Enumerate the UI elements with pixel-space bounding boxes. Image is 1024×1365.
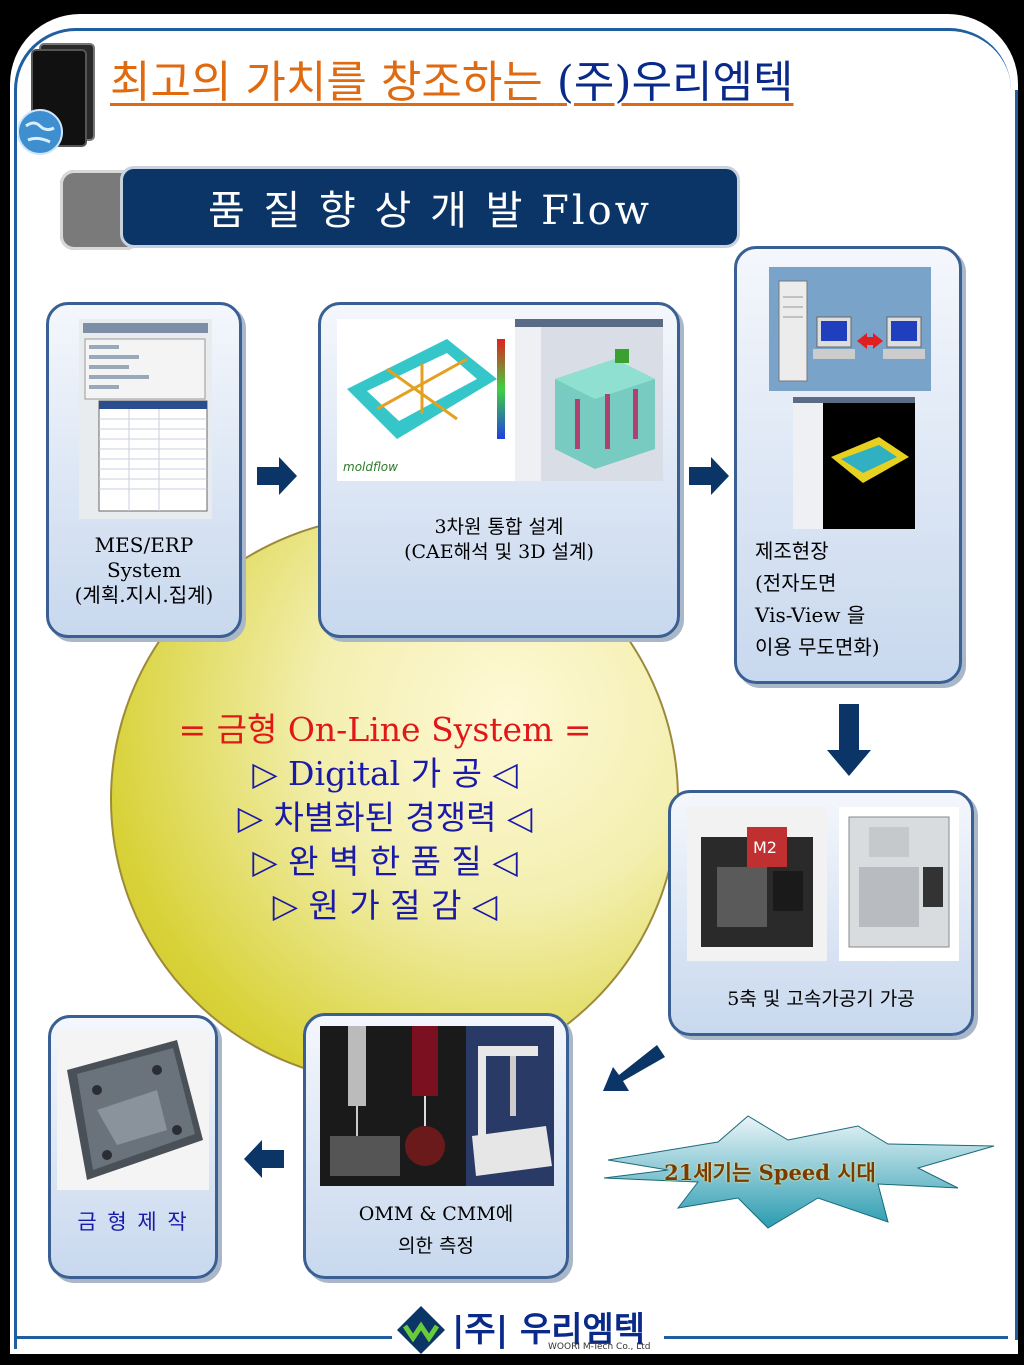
caption-line: OMM & CMM에 xyxy=(358,1203,514,1225)
step-5axis-machining: M2 5축 및 고속가공기 가공 xyxy=(668,790,974,1036)
mes-erp-caption: MES/ERP System (계획.지시.집계) xyxy=(49,533,239,608)
speed-slogan: 21세기는 Speed 시대 xyxy=(664,1160,876,1185)
caption-line: 이용 무도면화) xyxy=(755,635,880,659)
3d-mold-design-image xyxy=(515,319,663,481)
mes-erp-screenshot xyxy=(79,319,212,519)
high-speed-machine-image xyxy=(839,807,959,961)
step-mold-manufacturing: 금 형 제 작 xyxy=(48,1015,218,1279)
footer-company-english: WOORI M-Tech Co., Ltd xyxy=(548,1342,651,1352)
footer-line-left xyxy=(14,1336,392,1339)
company-logo-icon xyxy=(397,1306,445,1354)
step-mes-erp: MES/ERP System (계획.지시.집계) xyxy=(46,302,242,638)
folder-globe-icon xyxy=(18,43,95,155)
svg-text:M2: M2 xyxy=(753,838,777,857)
omm-probe-image xyxy=(320,1026,466,1186)
caption-line: (전자도면 xyxy=(755,571,837,595)
measurement-caption: OMM & CMM에 의한 측정 xyxy=(306,1198,566,1262)
mold-image xyxy=(57,1030,209,1190)
slogan-line-4: ▷ 완 벽 한 품 질 ◁ xyxy=(252,842,518,881)
slogan-line-3: ▷ 차별화된 경쟁력 ◁ xyxy=(237,798,533,837)
arrow-left-icon xyxy=(244,1140,284,1178)
frame-right-edge xyxy=(1015,90,1018,1340)
slogan-line-5: ▷ 원 가 절 감 ◁ xyxy=(272,886,498,925)
caption-line: System xyxy=(106,558,182,582)
moldflow-logo: moldflow xyxy=(343,460,398,474)
caption-line: 의한 측정 xyxy=(398,1235,474,1257)
vis-view-screenshot xyxy=(793,397,915,529)
center-slogan: = 금형 On-Line System = ▷ Digital 가 공 ◁ ▷ … xyxy=(150,708,620,928)
footer-company-name: |주| 우리엠텍 xyxy=(452,1310,646,1350)
arrow-right-icon xyxy=(689,457,729,495)
page-title: 최고의 가치를 창조하는 (주)우리엠텍 xyxy=(110,57,794,108)
mold-caption: 금 형 제 작 xyxy=(77,1210,189,1234)
company-name: (주)우리엠텍 xyxy=(556,57,794,108)
arrow-down-left-icon xyxy=(603,1045,665,1091)
3d-design-caption: 3차원 통합 설계 (CAE해석 및 3D 설계) xyxy=(321,515,677,565)
caption-line: (CAE해석 및 3D 설계) xyxy=(404,541,594,563)
machining-caption: 5축 및 고속가공기 가공 xyxy=(727,988,915,1010)
caption-line: MES/ERP xyxy=(94,533,194,557)
slogan-line-1: = 금형 On-Line System = xyxy=(178,710,592,749)
step-manufacturing-site: 제조현장 (전자도면 Vis-View 을 이용 무도면화) xyxy=(734,246,962,684)
section-banner: 품 질 향 상 개 발 Flow xyxy=(120,166,740,248)
cae-analysis-image: moldflow xyxy=(337,319,515,481)
footer-line-right xyxy=(664,1336,1008,1339)
cmm-machine-image xyxy=(466,1026,554,1186)
computer-network-image xyxy=(769,267,931,391)
arrow-right-icon xyxy=(257,457,297,495)
arrow-down-icon xyxy=(827,704,871,776)
caption-line: (계획.지시.집계) xyxy=(74,583,214,607)
step-3d-design: moldflow 3차원 통합 설계 (CAE해석 및 3D 설계) xyxy=(318,302,680,638)
speed-starburst xyxy=(603,1115,995,1229)
caption-line: 3차원 통합 설계 xyxy=(434,516,564,538)
slogan-line-2: ▷ Digital 가 공 ◁ xyxy=(252,754,518,793)
caption-line: Vis-View 을 xyxy=(755,603,866,627)
caption-line: 제조현장 xyxy=(755,539,829,563)
step-measurement: OMM & CMM에 의한 측정 xyxy=(303,1013,569,1279)
slide-frame xyxy=(14,28,1011,1349)
5axis-machine-image: M2 xyxy=(687,807,827,961)
manufacturing-site-caption: 제조현장 (전자도면 Vis-View 을 이용 무도면화) xyxy=(755,535,955,663)
